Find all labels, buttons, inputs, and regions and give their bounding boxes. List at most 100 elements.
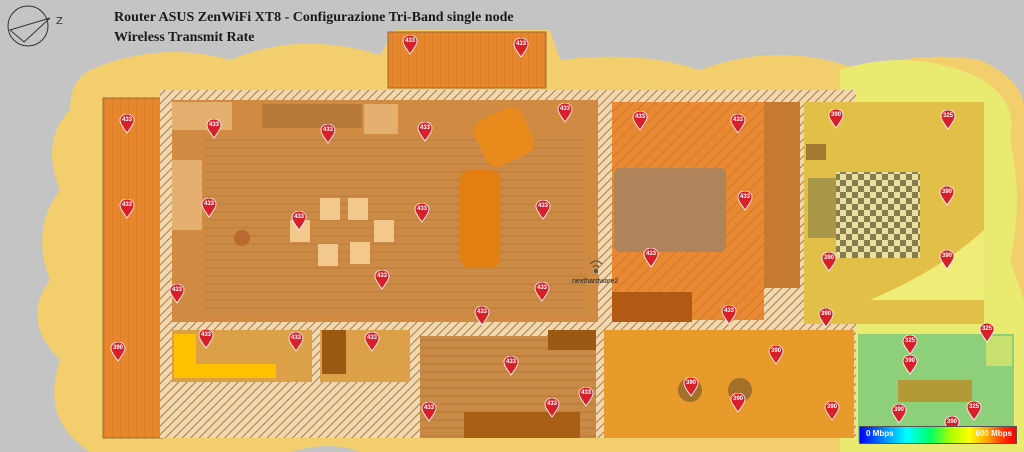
map-pin-icon[interactable]: 433 xyxy=(643,248,659,268)
pin-value: 433 xyxy=(634,114,645,120)
pin-value: 390 xyxy=(685,380,696,386)
map-pin-icon[interactable]: 390 xyxy=(768,345,784,365)
pin-value: 433 xyxy=(366,335,377,341)
pin-value: 433 xyxy=(505,359,516,365)
map-pin-icon[interactable]: 390 xyxy=(110,342,126,362)
pin-value: 433 xyxy=(376,273,387,279)
pin-value: 390 xyxy=(112,345,123,351)
pin-value: 433 xyxy=(203,201,214,207)
map-pin-icon[interactable]: 390 xyxy=(902,355,918,375)
pin-value: 433 xyxy=(732,117,743,123)
pin-value: 433 xyxy=(423,405,434,411)
pin-value: 390 xyxy=(732,396,743,402)
page-title: Router ASUS ZenWiFi XT8 - Configurazione… xyxy=(114,10,514,25)
pin-value: 325 xyxy=(904,338,915,344)
pin-value: 433 xyxy=(476,309,487,315)
pin-value: 325 xyxy=(968,404,979,410)
map-pin-icon[interactable]: 390 xyxy=(821,252,837,272)
pin-value: 433 xyxy=(404,38,415,44)
map-pin-icon[interactable]: 433 xyxy=(737,191,753,211)
map-pin-icon[interactable]: 390 xyxy=(818,308,834,328)
pin-value: 390 xyxy=(826,404,837,410)
pin-value: 433 xyxy=(290,335,301,341)
pin-value: 433 xyxy=(121,117,132,123)
legend-min-label: 0 Mbps xyxy=(866,429,894,438)
pin-value: 325 xyxy=(981,326,992,332)
pin-value: 433 xyxy=(645,251,656,257)
map-pin-icon[interactable]: 433 xyxy=(474,306,490,326)
map-pin-icon[interactable]: 433 xyxy=(169,284,185,304)
map-pin-icon[interactable]: 433 xyxy=(374,270,390,290)
pin-value: 390 xyxy=(941,253,952,259)
router-icon xyxy=(589,260,603,273)
map-pin-icon[interactable]: 390 xyxy=(730,393,746,413)
map-pin-icon[interactable]: 433 xyxy=(402,35,418,55)
map-pin-icon[interactable]: 433 xyxy=(417,122,433,142)
map-pin-icon[interactable]: 390 xyxy=(828,109,844,129)
map-pin-icon[interactable]: 325 xyxy=(902,335,918,355)
map-pin-icon[interactable]: 325 xyxy=(966,401,982,421)
dining-room xyxy=(604,330,854,438)
pin-value: 390 xyxy=(830,112,841,118)
double-bed-1 xyxy=(614,168,726,252)
map-pin-icon[interactable]: 433 xyxy=(421,402,437,422)
map-pin-icon[interactable]: 433 xyxy=(503,356,519,376)
map-pin-icon[interactable]: 433 xyxy=(513,38,529,58)
rate-legend: 0 Mbps 600 Mbps xyxy=(859,426,1017,444)
map-pin-icon[interactable]: 433 xyxy=(119,199,135,219)
router-label: nexthardware2 xyxy=(572,278,619,285)
map-pin-icon[interactable]: 390 xyxy=(939,250,955,270)
map-pin-icon[interactable]: 433 xyxy=(534,282,550,302)
map-pin-icon[interactable]: 390 xyxy=(939,186,955,206)
map-pin-icon[interactable]: 433 xyxy=(578,387,594,407)
pin-value: 433 xyxy=(515,41,526,47)
pin-value: 433 xyxy=(208,122,219,128)
map-pin-icon[interactable]: 390 xyxy=(891,404,907,424)
map-pin-icon[interactable]: 433 xyxy=(119,114,135,134)
map-pin-icon[interactable]: 433 xyxy=(206,119,222,139)
map-pin-icon[interactable]: 433 xyxy=(201,198,217,218)
svg-text:Z: Z xyxy=(56,16,63,27)
pin-value: 390 xyxy=(820,311,831,317)
pin-value: 433 xyxy=(171,287,182,293)
pin-value: 433 xyxy=(546,401,557,407)
pin-value: 390 xyxy=(823,255,834,261)
map-pin-icon[interactable]: 433 xyxy=(730,114,746,134)
double-bed-2 xyxy=(836,172,920,258)
pin-value: 390 xyxy=(893,407,904,413)
page-subtitle: Wireless Transmit Rate xyxy=(114,30,255,45)
map-pin-icon[interactable]: 433 xyxy=(291,211,307,231)
compass-icon: Z xyxy=(7,5,63,47)
pin-value: 433 xyxy=(293,214,304,220)
legend-max-label: 600 Mbps xyxy=(975,429,1012,438)
pin-value: 325 xyxy=(942,113,953,119)
pin-value: 390 xyxy=(904,358,915,364)
map-pin-icon[interactable]: 433 xyxy=(288,332,304,352)
map-pin-icon[interactable]: 325 xyxy=(940,110,956,130)
pin-value: 390 xyxy=(946,419,957,425)
map-pin-icon[interactable]: 433 xyxy=(535,200,551,220)
map-pin-icon[interactable]: 433 xyxy=(364,332,380,352)
map-pin-icon[interactable]: 433 xyxy=(414,203,430,223)
pin-value: 433 xyxy=(559,106,570,112)
pin-value: 433 xyxy=(580,390,591,396)
pin-value: 433 xyxy=(200,332,211,338)
pin-value: 433 xyxy=(416,206,427,212)
map-pin-icon[interactable]: 433 xyxy=(320,124,336,144)
pin-value: 433 xyxy=(723,308,734,314)
map-pin-icon[interactable]: 433 xyxy=(557,103,573,123)
pin-value: 433 xyxy=(739,194,750,200)
map-pin-icon[interactable]: 390 xyxy=(824,401,840,421)
map-pin-icon[interactable]: 433 xyxy=(721,305,737,325)
map-pin-icon[interactable]: 433 xyxy=(544,398,560,418)
map-pin-icon[interactable]: 325 xyxy=(979,323,995,343)
map-pin-icon[interactable]: 390 xyxy=(683,377,699,397)
pin-value: 433 xyxy=(536,285,547,291)
left-balcony xyxy=(102,97,164,439)
pin-value: 390 xyxy=(770,348,781,354)
map-pin-icon[interactable]: 433 xyxy=(632,111,648,131)
map-pin-icon[interactable]: 433 xyxy=(198,329,214,349)
pin-value: 390 xyxy=(941,189,952,195)
